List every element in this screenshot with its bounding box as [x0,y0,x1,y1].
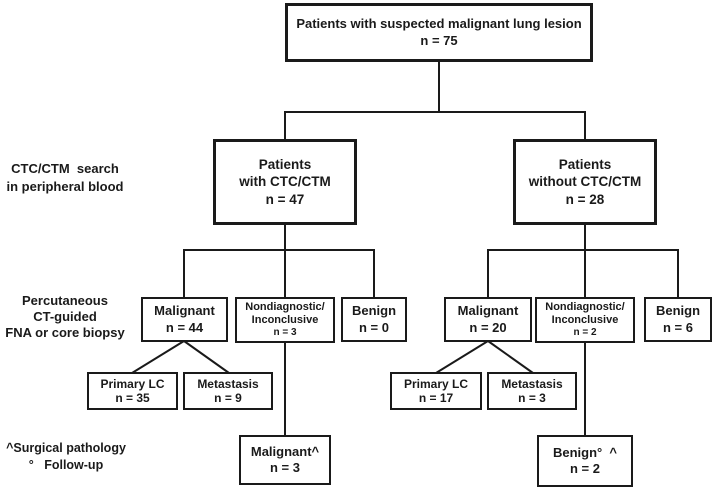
label-line: ^Surgical pathology [6,441,126,455]
node-left-metastasis: Metastasis n = 9 [183,372,273,410]
node-line: Patients [558,156,612,172]
node-right-nondiagnostic: Nondiagnostic/ Inconclusive n = 2 [535,297,635,343]
node-line: Primary LC [403,376,469,391]
node-line: Benign [655,303,701,319]
node-with-ctc: Patients with CTC/CTM n = 47 [213,139,357,225]
label-line: FNA or core biopsy [5,324,125,340]
node-line: n = 0 [359,319,389,335]
node-line: n = 44 [165,319,204,335]
node-line: n = 28 [565,191,605,207]
label-line: ° Follow-up [28,457,104,472]
node-line: Nondiagnostic/ [545,301,625,314]
node-line: Patients [258,156,312,172]
node-line: Primary LC [100,376,165,391]
node-right-malignant: Malignant n = 20 [444,297,532,342]
edge-left-malignant-primary [131,340,185,374]
node-line: n = 2 [573,327,597,339]
node-line: Benign° ^ [552,444,618,460]
node-root: Patients with suspected malignant lung l… [285,3,593,62]
node-line: Benign [351,303,397,319]
node-line: without CTC/CTM [528,174,642,190]
node-line: Metastasis [501,376,563,391]
node-line: n = 35 [115,391,150,405]
node-line: n = 6 [663,319,693,335]
label-footnote: ^Surgical pathology ° Follow-up [2,440,130,474]
node-line: n = 2 [570,461,600,476]
node-line: with CTC/CTM [239,174,331,190]
node-line: Malignant [154,303,215,319]
node-line: n = 47 [265,191,305,207]
node-line: Nondiagnostic/ [245,301,325,314]
label-biopsy: Percutaneous CT-guided FNA or core biops… [2,293,128,341]
node-left-benign: Benign n = 0 [341,297,407,342]
node-line: n = 3 [270,460,300,475]
node-line: Patients with suspected malignant lung l… [296,16,582,32]
node-line: n = 3 [273,327,297,339]
node-line: Malignant^ [250,443,320,459]
node-line: Metastasis [197,376,259,391]
node-line: n = 17 [418,391,454,405]
node-right-metastasis: Metastasis n = 3 [487,372,577,410]
node-line: n = 75 [420,32,458,48]
node-line: n = 3 [518,391,546,405]
node-left-outcome: Malignant^ n = 3 [239,435,331,485]
node-line: n = 9 [214,391,242,405]
node-right-outcome: Benign° ^ n = 2 [537,435,633,487]
label-line: CTC/CTM search [11,161,119,176]
label-line: CT-guided [33,308,97,324]
node-right-primary-lc: Primary LC n = 17 [390,372,482,410]
node-left-primary-lc: Primary LC n = 35 [87,372,178,410]
node-right-benign: Benign n = 6 [644,297,712,342]
node-line: Inconclusive [551,314,619,327]
label-line: in peripheral blood [6,178,124,194]
edge-right-malignant-primary [435,340,489,374]
edge-right-malignant-metastasis [487,340,534,374]
node-without-ctc: Patients without CTC/CTM n = 28 [513,139,657,225]
node-line: n = 20 [469,319,507,335]
node-left-malignant: Malignant n = 44 [141,297,228,342]
node-left-nondiagnostic: Nondiagnostic/ Inconclusive n = 3 [235,297,335,343]
label-ctc-search: CTC/CTM search in peripheral blood [0,160,130,195]
node-line: Malignant [457,303,519,319]
node-line: Inconclusive [251,314,319,327]
label-line: Percutaneous [22,293,108,308]
edge-left-malignant-metastasis [183,340,230,374]
